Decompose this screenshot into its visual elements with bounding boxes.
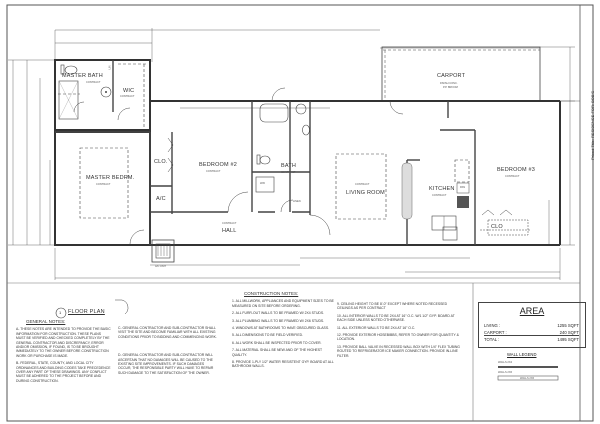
construction-notes: CONSTRUCTION NOTES: 1. ALL MILLWORK, APP… (232, 291, 334, 372)
construction-note-3: 3. ALL PLUMBING WALLS TO BE FRAMED W/ 2X… (232, 318, 325, 323)
room-label-linen: LINEN (293, 200, 301, 203)
construction-note-10: 10. ALL INTERIOR WALLS TO BE 2X4 AT 16" … (337, 313, 455, 323)
area-row-total: TOTAL : 1495 SQFT (484, 337, 579, 342)
area-value: 240 SQFT (559, 330, 579, 335)
area-row-living: LIVING : 1255 SQFT (484, 323, 579, 328)
area-value: 1255 SQFT (557, 323, 579, 328)
construction-note-1: 1. ALL MILLWORK, APPLIANCES AND EQUIPMEN… (232, 299, 334, 308)
room-label-bedroom-2: BEDROOM #2 (199, 162, 238, 168)
construction-note-6: 6. ALL WORK SHALL BE INSPECTED PRIOR TO … (232, 340, 322, 345)
construction-note-7: 7. ALL MATERIAL SHALL BE NEW AND OF THE … (232, 348, 323, 357)
construction-notes-continued: 9. CEILING HEIGHT TO BE 8'-0" EXCEPT WHE… (337, 302, 462, 361)
construction-notes-heading: CONSTRUCTION NOTES: (244, 291, 299, 296)
carport-finish-note: FINISH CONC. (440, 82, 458, 85)
room-label-bedroom-3: BEDROOM #3 (497, 167, 536, 173)
ac-unit-label: A/C UNIT (155, 265, 167, 268)
room-label-wic: WIC (123, 88, 135, 94)
room-sub-kitchen: CONTRACT (432, 194, 447, 197)
room-label-lin: LIN (108, 65, 112, 70)
general-notes-continued: C- GENERAL CONTRACTOR AND SUB-CONTRACTOR… (118, 326, 218, 378)
room-label-clo: CLO. (154, 159, 168, 165)
construction-note-4: 4. WINDOWS AT BATHROOMS TO HAVE OBSCURED… (232, 326, 330, 331)
wall-legend-title: WALL LEGEND (507, 352, 537, 357)
area-row-carport: CARPORT : 240 SQFT (484, 330, 579, 336)
general-note-b: B- FEDERAL, STATE, COUNTY, AND LOCAL CIT… (16, 361, 111, 383)
room-label-master-bath: MASTER BATH (62, 73, 103, 79)
construction-note-13: 13. PROVIDE BALL VALVE IN RECESSED WALL … (337, 344, 460, 358)
floor-plan-title: FLOOR PLAN (68, 309, 105, 315)
room-label-kitchen: KITCHEN (429, 186, 455, 192)
general-note-c: C- GENERAL CONTRACTOR AND SUB-CONTRACTOR… (118, 326, 217, 339)
general-notes: GENERAL NOTES: A- THESE NOTES ARE INTEND… (16, 319, 111, 386)
carport-broom-note: P.P. BROOM (443, 86, 458, 89)
floor-plan-number: 1 (59, 310, 62, 315)
area-value: 1495 SQFT (557, 337, 579, 342)
title-block: Priced Title: RESIDENCE FOR: BOB'S (590, 50, 598, 160)
area-label: CARPORT : (484, 330, 507, 335)
wall-legend-2x4-label: WALLS 2X4 (498, 361, 513, 364)
room-sub-bedroom-3: CONTRACT (505, 175, 520, 178)
construction-note-2: 2. ALL FURR-OUT WALLS TO BE FRAMED W/ 2X… (232, 311, 325, 316)
area-table: AREA LIVING : 1255 SQFT CARPORT : 240 SQ… (478, 302, 586, 348)
room-sub-master-bedroom: CONTRACT (96, 183, 111, 186)
room-label-living-room: LIVING ROOM (346, 190, 385, 196)
room-sub-living-room: CONTRACT (355, 183, 370, 186)
construction-note-9: 9. CEILING HEIGHT TO BE 8'-0" EXCEPT WHE… (337, 302, 448, 311)
room-label-clo-bedroom-3: CLO (491, 224, 503, 230)
room-sub-wic: CONTRACT (120, 95, 135, 98)
wd-label: W/D (260, 182, 266, 185)
room-label-ac: A/C (156, 196, 166, 202)
construction-note-8: 8. PROVIDE 1-PLY 1/2" WATER RESISTENT GY… (232, 360, 334, 369)
area-label: TOTAL : (484, 337, 500, 342)
construction-note-5: 5. ALL DIMENSIONS TO BE FIELD VERIFIED. (232, 333, 303, 338)
room-sub-hall: CONTRACT (222, 222, 237, 225)
room-label-carport: CARPORT (437, 73, 466, 79)
room-label-bath: BATH (281, 163, 297, 169)
room-sub-bath: CONTRACT (281, 171, 296, 174)
room-sub-master-bath: CONTRACT (86, 81, 101, 84)
room-label-master-bedroom: MASTER BEDRM. (86, 175, 135, 181)
title-block-text: Priced Title: RESIDENCE FOR: BOB'S (590, 90, 595, 160)
room-sub-bedroom-2: CONTRACT (206, 170, 221, 173)
general-note-d: D- GENERAL CONTRACTOR AND SUB-CONTRACTOR… (118, 353, 214, 375)
construction-note-11: 11. ALL EXTERIOR WALLS TO BE 2X4 AT 16" … (337, 325, 416, 330)
wall-legend-2x6-inner: WALLS 2X6 (520, 377, 535, 380)
wall-legend-2x6-label: WALLS 2X6 (498, 371, 513, 374)
general-note-a: A- THESE NOTES ARE INTENDED TO PROVIDE T… (16, 327, 111, 358)
room-label-hall: HALL (222, 228, 237, 234)
general-notes-heading: GENERAL NOTES: (26, 319, 66, 324)
room-label-pan: PAN (460, 186, 466, 189)
area-title: AREA (519, 306, 545, 316)
construction-note-12: 12. PROVIDE EXTERIOR HOSEBIBBS, REFER TO… (337, 333, 459, 342)
area-label: LIVING : (484, 323, 501, 328)
